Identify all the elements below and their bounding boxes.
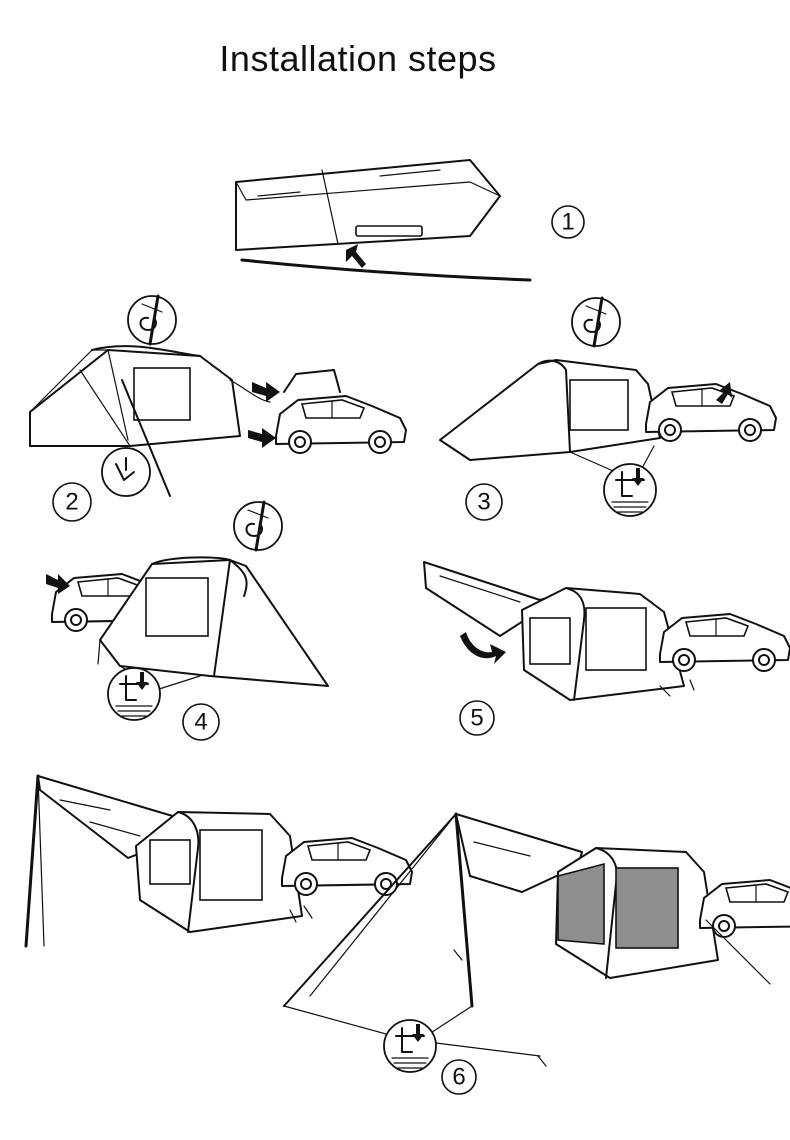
hook-detail-icon bbox=[126, 294, 178, 346]
step-number-6: 6 bbox=[441, 1059, 477, 1095]
step-number-1: 1 bbox=[551, 205, 585, 239]
direction-arrow-icon bbox=[248, 428, 276, 448]
step-1-illustration bbox=[235, 159, 532, 282]
step-3-illustration bbox=[439, 296, 777, 517]
direction-arrow-icon bbox=[716, 382, 732, 404]
svg-text:6: 6 bbox=[452, 1064, 465, 1091]
svg-text:2: 2 bbox=[65, 489, 78, 516]
stake-detail-icon bbox=[383, 1019, 437, 1073]
svg-text:5: 5 bbox=[470, 705, 483, 732]
direction-arrow-icon bbox=[46, 574, 70, 594]
hook-detail-icon bbox=[232, 500, 284, 552]
step-number-3: 3 bbox=[465, 483, 503, 521]
svg-text:4: 4 bbox=[194, 709, 207, 736]
step-6a-illustration bbox=[24, 774, 413, 948]
step-number-4: 4 bbox=[182, 703, 220, 741]
svg-text:1: 1 bbox=[561, 209, 574, 236]
hook-detail-icon bbox=[570, 296, 622, 348]
svg-text:3: 3 bbox=[477, 489, 490, 516]
step-6b-illustration bbox=[283, 812, 790, 1073]
stake-detail-icon bbox=[603, 463, 657, 517]
direction-arrow-icon bbox=[252, 382, 280, 402]
page-title: Installation steps bbox=[219, 38, 497, 79]
step-2-illustration bbox=[29, 294, 407, 497]
direction-arrow-icon bbox=[346, 244, 366, 268]
step-number-2: 2 bbox=[52, 482, 92, 522]
stake-detail-icon bbox=[107, 667, 161, 721]
step-number-5: 5 bbox=[459, 700, 495, 736]
step-4-illustration bbox=[46, 500, 329, 721]
rotate-arrow-icon bbox=[460, 632, 506, 664]
step-5-illustration bbox=[423, 561, 790, 701]
